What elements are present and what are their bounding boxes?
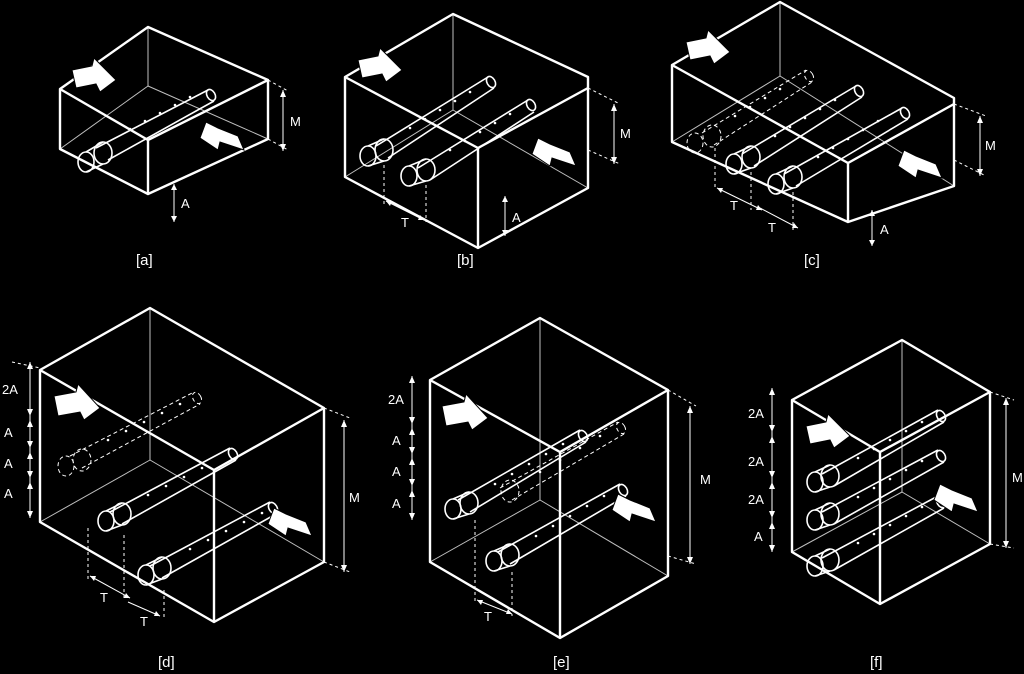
pipe-1 [444,429,589,520]
outlet-arrow [611,493,657,523]
caption-a: [a] [136,252,153,269]
label-m: M [700,472,711,487]
label-t: T [401,215,409,230]
dimension-m: M [587,87,631,165]
dimension-m: M [667,389,711,565]
caption-c: [c] [804,252,820,269]
dimension-t: T T [87,528,165,629]
label-m: M [349,490,360,505]
pipe-3 [137,501,279,586]
label-a: A [181,196,190,211]
pipe-2 [806,449,947,531]
dimension-m: M [267,79,301,151]
outlet-arrow [531,137,577,167]
inlet-arrow [357,47,403,83]
label-a: A [4,425,13,440]
inlet-arrow [805,413,851,449]
caption-d: [d] [158,654,175,671]
inlet-arrow [441,392,489,431]
caption-b: [b] [457,252,474,269]
label-2a: 2A [748,492,764,507]
pipe-1 [57,391,203,477]
label-t: T [730,198,738,213]
pipe-1 [806,409,947,493]
pipe-2 [97,447,239,532]
dimension-t-2: T [759,192,799,235]
dimension-a: A [171,184,190,222]
dimension-vertical-stack: 2A 2A 2A A [748,388,775,552]
outlet-arrow [199,121,245,151]
panel-f: M 2A 2A 2A A [f] [748,338,1023,671]
panel-b: M A T [b] [343,12,631,269]
label-a: A [512,210,521,225]
dimension-a: A [869,210,889,246]
label-a: A [392,496,401,511]
box-outline [343,12,590,250]
panel-e: M 2A A A A T [e] [388,316,711,671]
label-a: A [4,456,13,471]
pipe [77,88,217,173]
outlet-arrow [897,149,943,179]
inlet-arrow [685,29,731,65]
label-2a: 2A [388,392,404,407]
panel-c: M A T T [c] [670,0,996,269]
label-t: T [100,590,108,605]
label-a: A [754,529,763,544]
dimension-m: M [323,407,360,573]
caption-f: [f] [870,654,883,671]
dimension-t: T [474,520,513,624]
pipe-3 [806,495,947,577]
pipe-3 [767,106,911,195]
dimension-t: T [383,165,427,230]
outlet-arrow [267,507,313,537]
label-t: T [484,609,492,624]
inlet-arrow [53,382,101,421]
pipe-3 [485,483,629,572]
dimension-vertical-stack: 2A A A A [2,361,41,518]
dimension-m: M [989,391,1023,549]
box-outline [38,306,326,624]
label-2a: 2A [748,406,764,421]
label-2a: 2A [2,382,18,397]
caption-e: [e] [553,654,570,671]
label-a: A [4,486,13,501]
label-m: M [1012,470,1023,485]
label-m: M [290,114,301,129]
label-a: A [392,464,401,479]
panel-a: M A [a] [58,25,301,269]
label-m: M [620,126,631,141]
dimension-vertical-stack: 2A A A A [388,376,415,520]
label-t: T [768,220,776,235]
pipe-1 [686,69,815,154]
pipe-2 [400,98,537,187]
label-2a: 2A [748,454,764,469]
label-a: A [392,433,401,448]
label-a: A [880,222,889,237]
label-m: M [985,138,996,153]
pipe-1 [359,75,497,167]
outlet-arrow [933,483,979,513]
inlet-arrow [71,57,117,93]
panel-d: M 2A A A A T T [2,306,360,671]
pipe-2 [725,84,865,175]
dimension-m: M [953,103,996,177]
dimension-t-1: T [714,148,763,213]
dimension-a: A [502,196,521,236]
label-t: T [140,614,148,629]
pipe-2 [499,421,627,503]
